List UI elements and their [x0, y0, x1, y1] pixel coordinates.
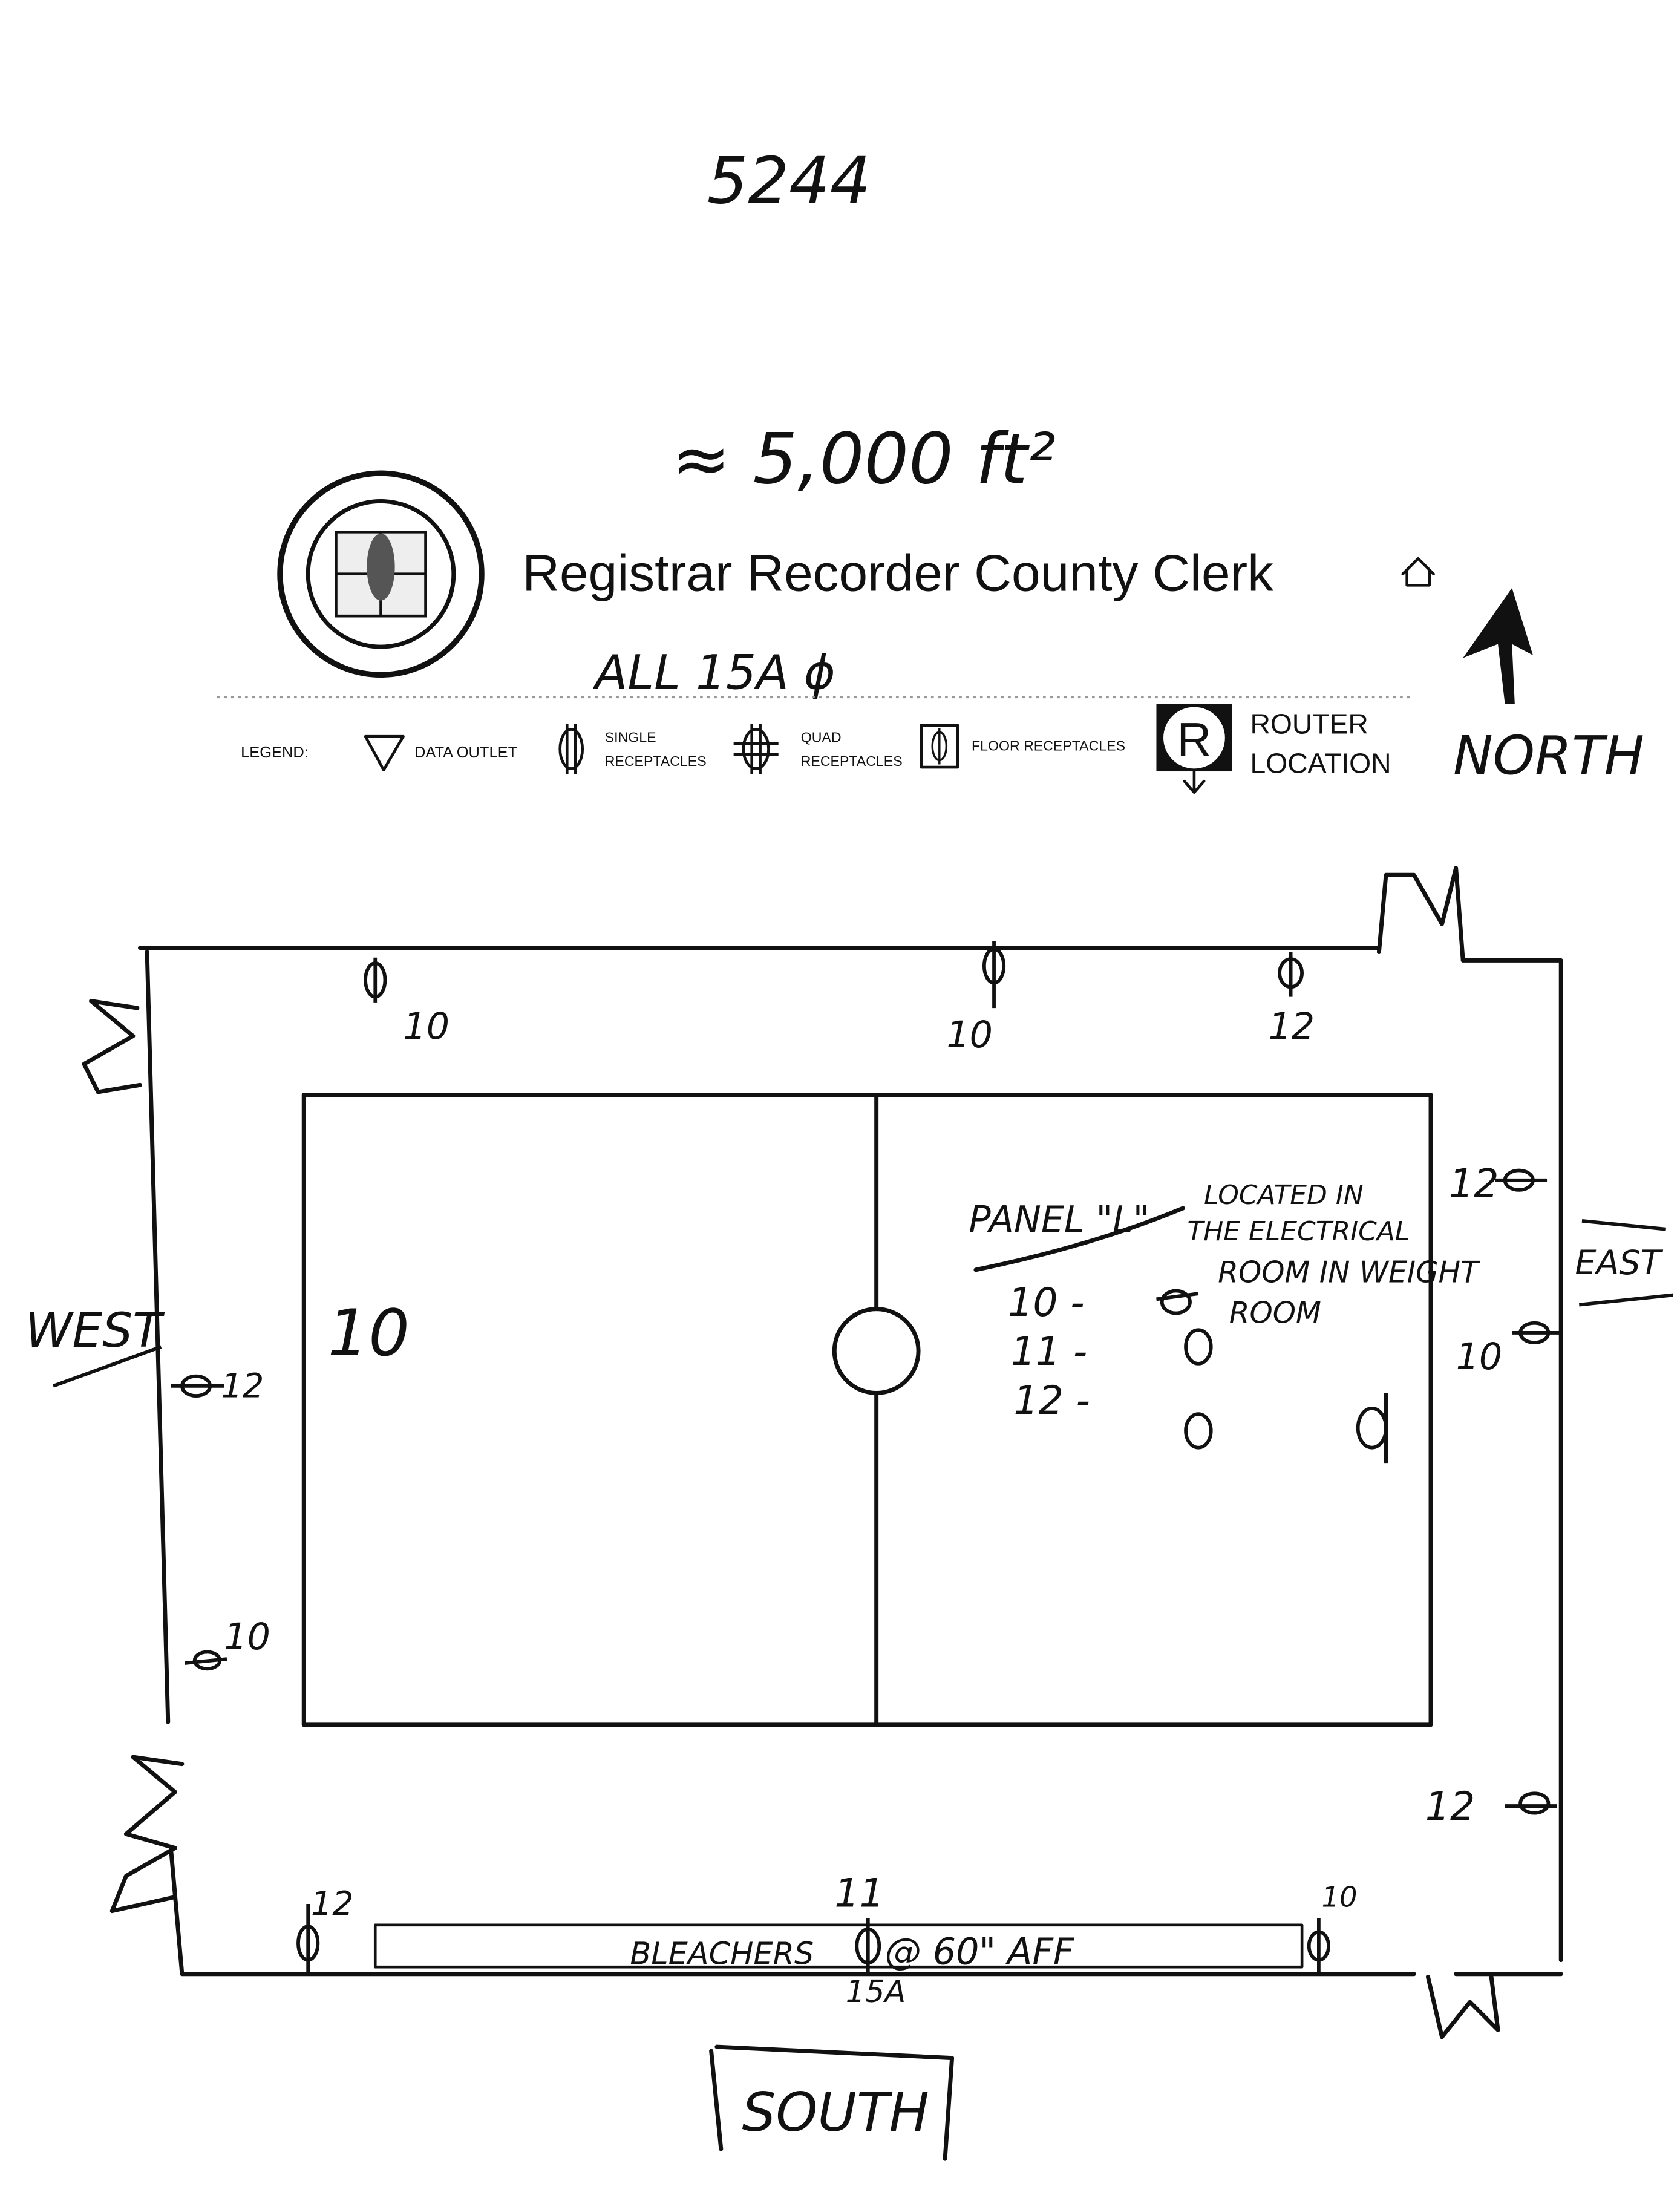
panel-line-2: THE ELECTRICAL: [1187, 1216, 1410, 1247]
single-receptacle-icon: [1184, 1412, 1213, 1450]
page-title: Registrar Recorder County Clerk: [522, 545, 1273, 603]
single-receptacle-icon: [1184, 1328, 1213, 1366]
single-receptacle-icon: [1356, 1393, 1388, 1464]
circuit-label: 10: [328, 1296, 410, 1371]
north-arrow-icon: [1463, 587, 1533, 704]
single-receptacle-icon: [1278, 952, 1304, 997]
east-label: EAST: [1575, 1243, 1663, 1283]
single-receptacle-icon: [558, 724, 584, 774]
single-receptacle-icon: [171, 1374, 224, 1398]
county-seal-logo: [277, 470, 485, 678]
bleachers-height: @ 60" AFF: [885, 1931, 1075, 1974]
panel-line-1: LOCATED IN: [1204, 1180, 1364, 1211]
bleachers-amp: 15A: [846, 1974, 906, 2010]
panel-line-4: ROOM: [1229, 1297, 1321, 1330]
legend-data-outlet: DATA OUTLET: [414, 744, 517, 761]
circuit-label: 10: [404, 1006, 450, 1048]
legend-single-2: RECEPTACLES: [605, 753, 707, 769]
panel-circuit: 10 -: [1008, 1280, 1084, 1326]
page-number: 5244: [707, 144, 871, 219]
data-outlet-triangle-icon: [364, 734, 405, 772]
legend-quad-1: QUAD: [801, 729, 842, 745]
circuit-label: 12: [221, 1366, 264, 1405]
center-circle: [832, 1307, 921, 1395]
legend-quad-2: RECEPTACLES: [801, 753, 903, 769]
panel-line-3: ROOM IN WEIGHT: [1218, 1256, 1480, 1290]
bleachers-label: BLEACHERS: [630, 1937, 814, 1972]
single-receptacle-icon: [1307, 1918, 1330, 1974]
circuit-label: 10: [1456, 1336, 1503, 1378]
receptacle-marks: [171, 941, 1561, 1974]
north-label: NORTH: [1453, 725, 1644, 787]
single-receptacle-icon: [364, 957, 387, 1003]
court-outline: [301, 1093, 1433, 1727]
single-receptacle-icon: [185, 1650, 227, 1671]
single-receptacle-icon: [1505, 1791, 1557, 1815]
router-symbol: R: [1177, 713, 1212, 767]
legend-router-2: LOCATION: [1250, 747, 1391, 779]
circuit-label: 12: [311, 1885, 354, 1924]
circuit-label: 10: [946, 1014, 993, 1056]
quad-receptacle-icon: [733, 724, 779, 774]
panel-note: PANEL "L" LOCATED IN THE ELECTRICAL ROOM…: [969, 1180, 1480, 1424]
legend-floor: FLOOR RECEPTACLES: [972, 738, 1125, 753]
circuit-label: 10: [224, 1616, 270, 1658]
single-receptacle-icon: [1495, 1168, 1548, 1192]
circuit-label: 12: [1449, 1161, 1499, 1206]
single-receptacle-icon: [982, 941, 1006, 1009]
router-icon: R: [1156, 704, 1232, 794]
circuit-label: 12: [1269, 1006, 1315, 1048]
home-icon: [1401, 557, 1435, 587]
circuit-label: 12: [1425, 1784, 1475, 1830]
single-receptacle-icon: [1156, 1289, 1199, 1315]
panel-title: PANEL "L": [969, 1199, 1149, 1241]
circuit-label: 10: [1322, 1881, 1358, 1914]
south-label: SOUTH: [742, 2081, 929, 2144]
breaker-note: ALL 15A ϕ: [592, 644, 835, 700]
single-receptacle-icon: [855, 1918, 881, 1974]
legend-label: LEGEND:: [241, 744, 309, 761]
panel-circuit: 11 -: [1011, 1329, 1087, 1375]
legend: LEGEND: DATA OUTLET SINGLE RECEPTACLES Q…: [241, 704, 1391, 794]
bleachers: [373, 1923, 1304, 1969]
panel-circuit: 12 -: [1013, 1378, 1090, 1424]
floor-receptacle-icon: [920, 724, 959, 769]
legend-router-1: ROUTER: [1250, 708, 1368, 740]
single-receptacle-icon: [1512, 1321, 1561, 1345]
west-label: WEST: [25, 1303, 165, 1358]
building-outline: [82, 866, 1563, 2039]
circuit-label: 11: [834, 1871, 884, 1917]
south-box: [709, 2044, 955, 2161]
legend-single-1: SINGLE: [605, 729, 656, 745]
area-note: ≈ 5,000 ft²: [672, 419, 1056, 500]
single-receptacle-icon: [296, 1904, 320, 1974]
